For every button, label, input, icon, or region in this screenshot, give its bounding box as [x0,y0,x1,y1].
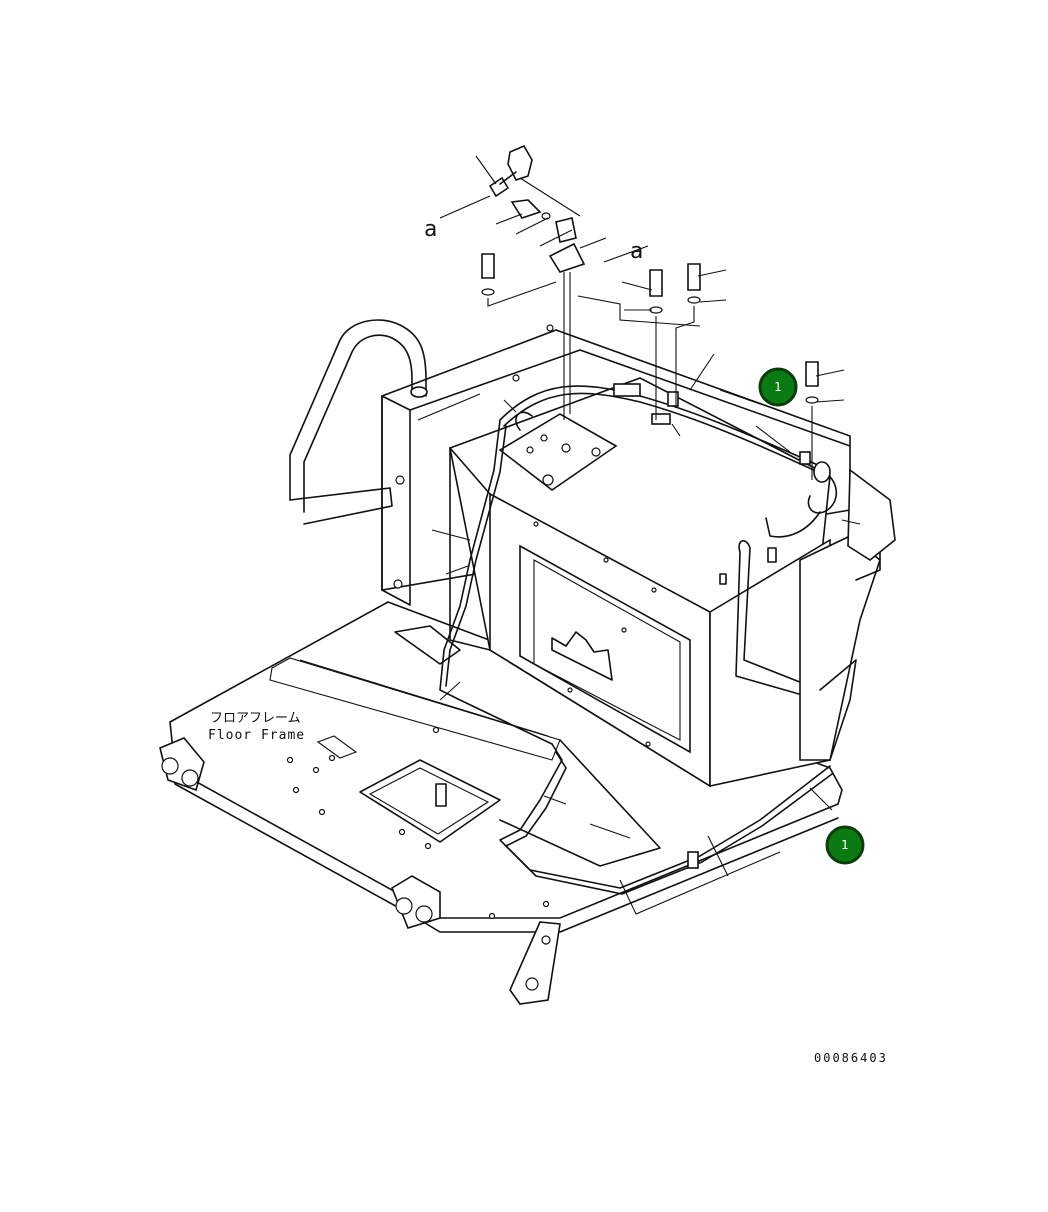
grab-handle-right [735,468,896,761]
floor-frame-label-jp: フロアフレーム [210,711,301,726]
view-mark-a-left: a [424,217,437,242]
grab-handle-left [289,319,428,525]
wiring-harness [439,383,857,895]
part-marker-top-label: 1 [774,380,782,394]
view-mark-a-right: a [630,239,643,264]
part-marker-bottom-label: 1 [841,838,849,852]
hinge-bracket-right [391,875,441,929]
hinge-bracket-left [159,737,205,792]
lower-link-arm [509,921,561,1005]
top-plate [498,413,618,491]
floor-frame-plate [169,601,843,933]
floor-frame-label-en: Floor Frame [208,728,305,743]
leader-lines [431,155,861,915]
part-marker-bottom[interactable]: 1 [825,825,865,865]
exploded-fasteners [439,144,819,480]
plate-holes [286,726,550,920]
drawing-number: 00086403 [814,1051,888,1065]
part-marker-top[interactable]: 1 [758,367,798,407]
